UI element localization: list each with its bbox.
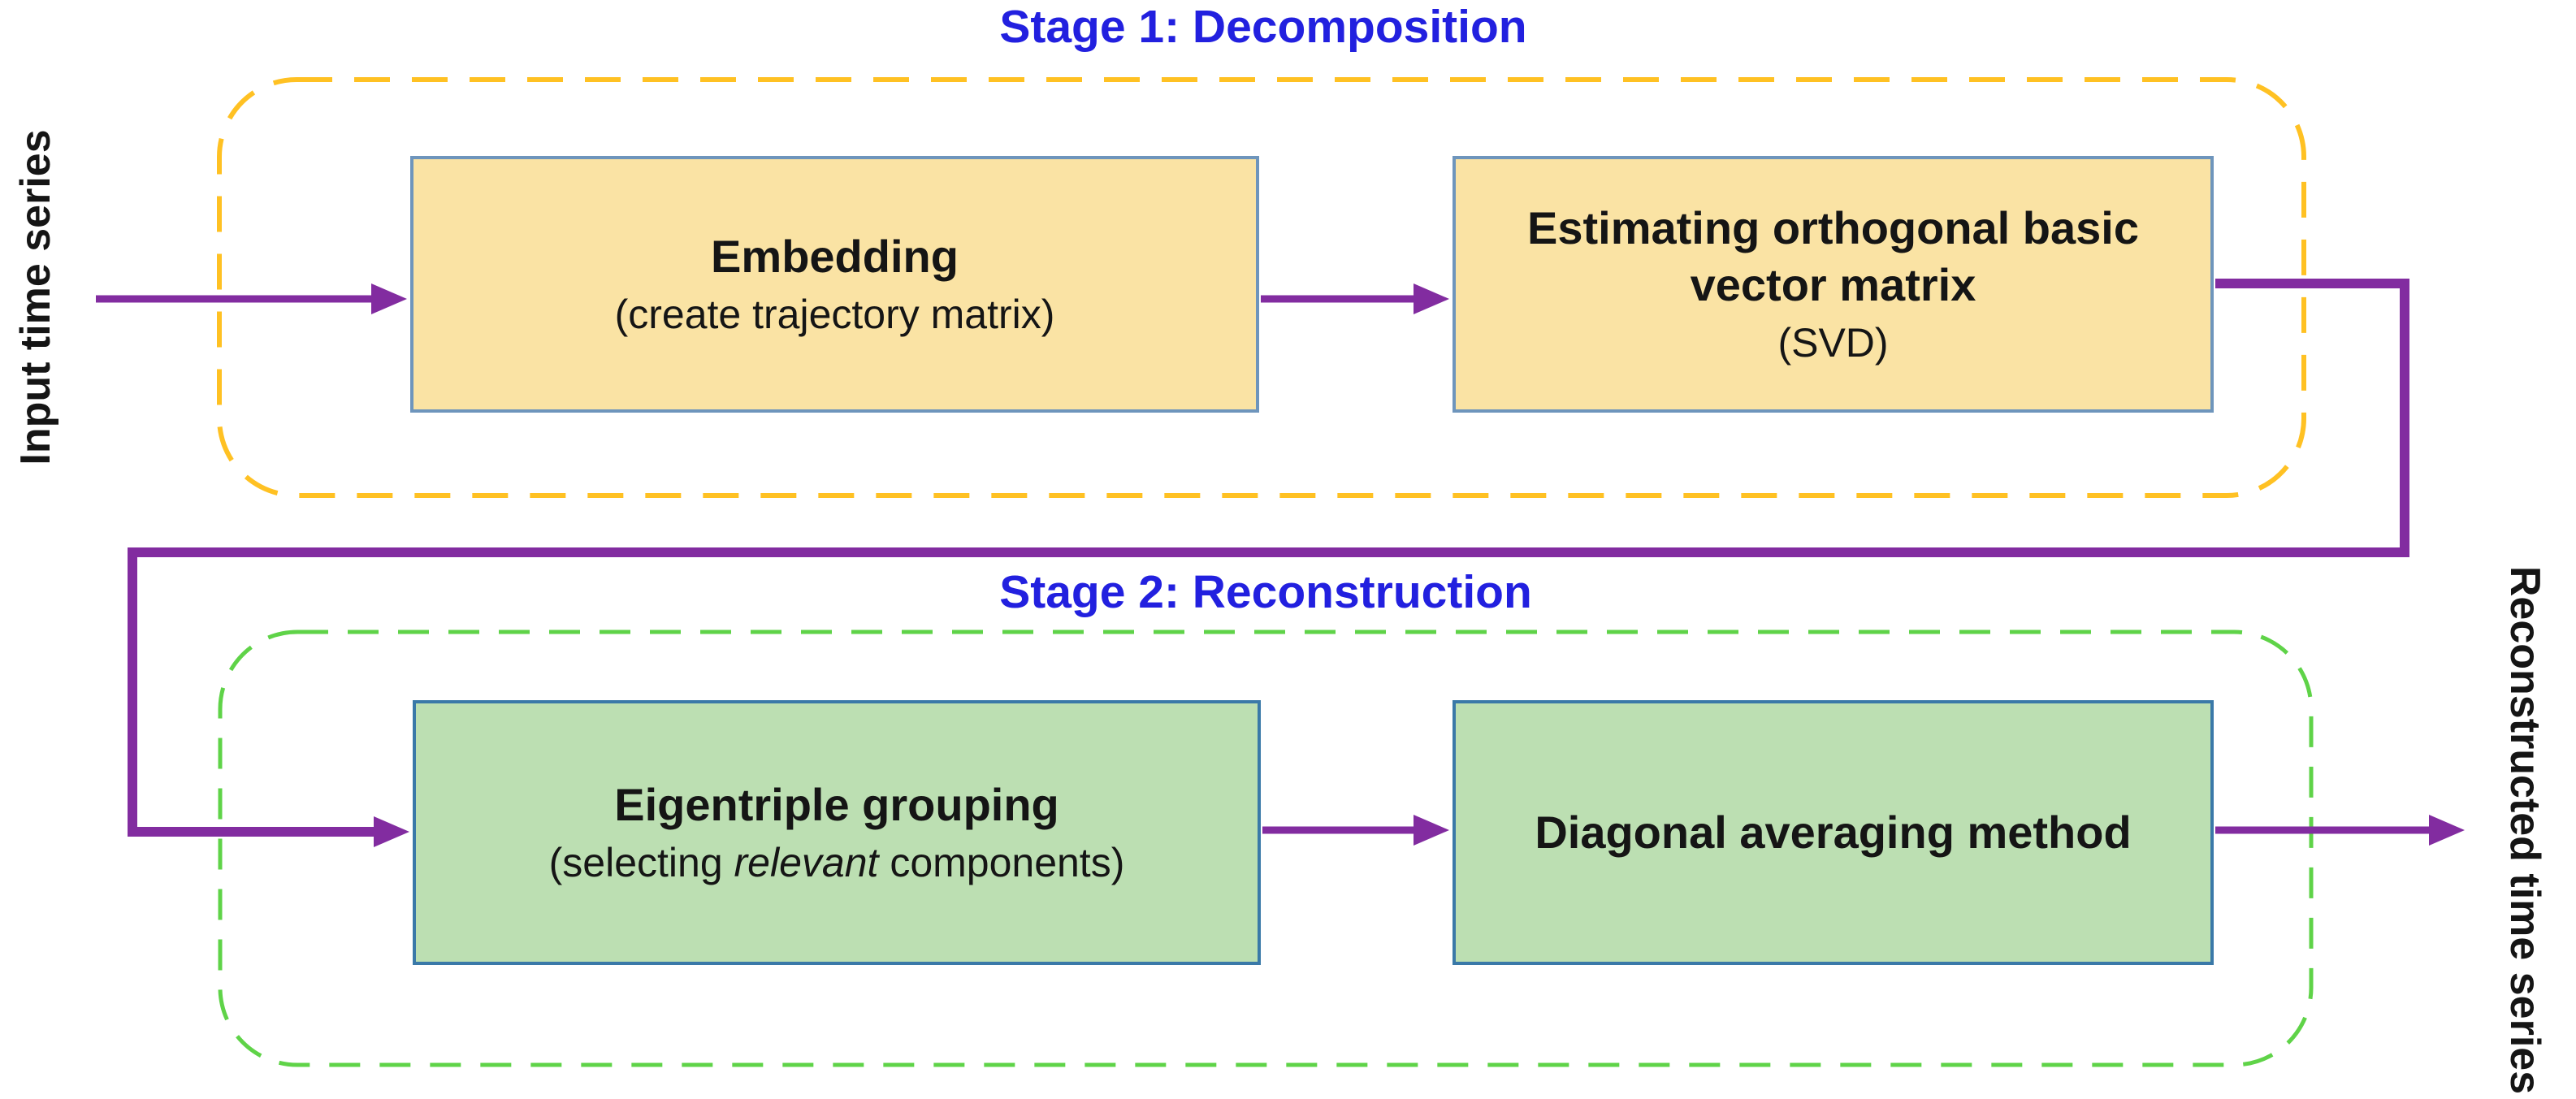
grouping-heading: Eigentriple grouping [614,779,1059,830]
connector-stage1-to-stage2 [128,279,2409,847]
input-label: Input time series [12,129,59,465]
embedding-box: Embedding (create trajectory matrix) [410,156,1259,413]
averaging-heading: Diagonal averaging method [1535,807,2132,858]
svd-box: Estimating orthogonal basic vector matri… [1453,156,2214,413]
stage1-title: Stage 1: Decomposition [999,1,1527,53]
averaging-box: Diagonal averaging method [1453,700,2214,965]
embedding-sub: (create trajectory matrix) [614,292,1055,337]
output-label: Reconstructed time series [2501,565,2548,1095]
svd-sub: (SVD) [1777,320,1889,366]
stage2-container-outline [218,630,2314,1067]
grouping-box: Eigentriple grouping (selecting relevant… [413,700,1261,965]
grouping-sub: (selecting relevant components) [549,837,1125,889]
stage2-title: Stage 2: Reconstruction [999,566,1532,618]
grouping-sub-italic: relevant [734,840,879,885]
grouping-sub-suffix: components) [878,840,1125,885]
stage1-container-outline [217,77,2306,498]
svd-heading: Estimating orthogonal basic vector matri… [1527,202,2139,310]
grouping-sub-prefix: (selecting [548,840,734,885]
embedding-heading: Embedding [711,231,959,282]
